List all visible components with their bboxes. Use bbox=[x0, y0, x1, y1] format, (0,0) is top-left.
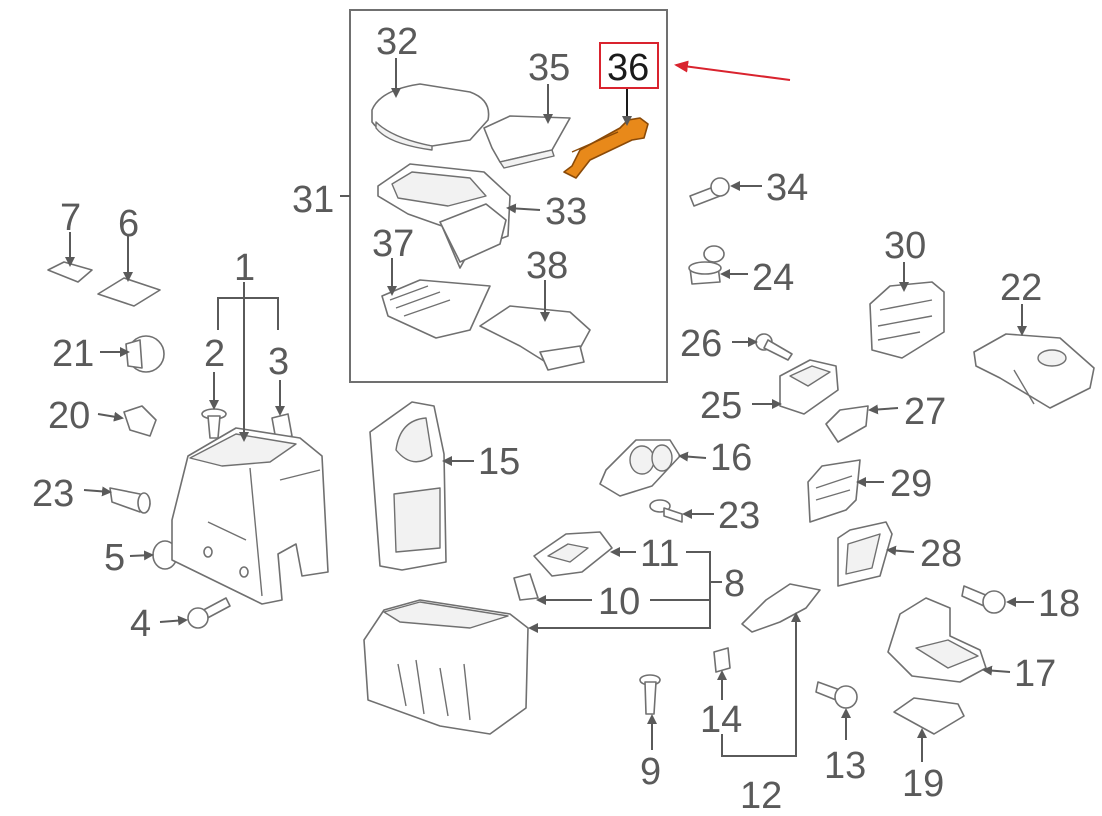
part-9-screw bbox=[639, 674, 661, 715]
label-1: 1 bbox=[234, 247, 255, 289]
part-25-switch-bezel bbox=[779, 359, 839, 415]
part-23-pin-left bbox=[109, 487, 151, 514]
label-17: 17 bbox=[1014, 653, 1056, 695]
part-17-bracket bbox=[887, 597, 987, 683]
part-24-nut bbox=[688, 245, 725, 285]
label-2: 2 bbox=[204, 333, 225, 375]
part-29-trim-panel bbox=[807, 459, 861, 523]
label-26: 26 bbox=[680, 323, 722, 365]
label-25: 25 bbox=[700, 385, 742, 427]
label-29: 29 bbox=[890, 463, 932, 505]
part-15-rear-panel bbox=[369, 401, 447, 571]
part-12-bracket bbox=[741, 583, 821, 633]
label-33: 33 bbox=[545, 191, 587, 233]
part-36-hinge-bracket bbox=[563, 117, 649, 179]
highlight-box-36 bbox=[599, 42, 659, 89]
label-21: 21 bbox=[52, 333, 94, 375]
label-12: 12 bbox=[740, 775, 782, 816]
label-13: 13 bbox=[824, 745, 866, 787]
part-14-clip bbox=[713, 647, 731, 673]
label-9: 9 bbox=[640, 751, 661, 793]
part-38-tray-plate bbox=[479, 305, 591, 371]
part-2-screw bbox=[201, 408, 227, 439]
label-31: 31 bbox=[292, 179, 334, 221]
label-27: 27 bbox=[904, 391, 946, 433]
part-6-pad bbox=[97, 277, 161, 307]
part-11-bezel bbox=[533, 531, 613, 577]
label-19: 19 bbox=[902, 763, 944, 805]
label-37: 37 bbox=[372, 223, 414, 265]
part-19-plate bbox=[893, 697, 965, 735]
label-23-center: 23 bbox=[718, 495, 760, 537]
part-20-clip bbox=[123, 405, 157, 437]
label-20: 20 bbox=[48, 395, 90, 437]
part-33-armrest-base bbox=[377, 163, 511, 269]
callout-labels: 32 35 36 31 33 37 38 7 6 1 21 2 3 20 23 … bbox=[32, 21, 1080, 816]
part-26-screw bbox=[755, 333, 793, 361]
label-14: 14 bbox=[700, 699, 742, 741]
part-7-pad bbox=[47, 261, 93, 283]
label-3: 3 bbox=[268, 341, 289, 383]
label-32: 32 bbox=[376, 21, 418, 63]
label-10: 10 bbox=[598, 581, 640, 623]
part-34-bolt bbox=[689, 177, 730, 207]
label-6: 6 bbox=[118, 203, 139, 245]
part-35-cover-plate bbox=[483, 115, 571, 169]
label-5: 5 bbox=[104, 537, 125, 579]
label-23-left: 23 bbox=[32, 473, 74, 515]
label-36: 36 bbox=[607, 47, 649, 89]
label-15: 15 bbox=[478, 441, 520, 483]
label-34: 34 bbox=[766, 167, 808, 209]
label-16: 16 bbox=[710, 437, 752, 479]
label-38: 38 bbox=[526, 245, 568, 287]
label-22: 22 bbox=[1000, 267, 1042, 309]
leader-lines bbox=[65, 58, 1034, 762]
label-30: 30 bbox=[884, 225, 926, 267]
part-13-screw bbox=[815, 681, 858, 709]
part-30-module bbox=[869, 281, 945, 359]
part-28-mat bbox=[837, 521, 893, 587]
part-21-clip bbox=[125, 335, 165, 373]
label-18: 18 bbox=[1038, 583, 1080, 625]
highlight-arrow bbox=[674, 60, 791, 81]
part-4-screw bbox=[187, 597, 231, 629]
label-28: 28 bbox=[920, 533, 962, 575]
part-22-cupholder-module bbox=[973, 333, 1095, 409]
part-37-floor-tray bbox=[381, 279, 491, 339]
label-7: 7 bbox=[60, 197, 81, 239]
part-1-console-housing bbox=[171, 427, 329, 605]
label-11: 11 bbox=[640, 533, 679, 575]
part-32-armrest-lid bbox=[371, 83, 490, 151]
label-35: 35 bbox=[528, 47, 570, 89]
part-27-clip bbox=[825, 405, 869, 443]
part-10-pad bbox=[513, 573, 539, 601]
part-23-pin-center bbox=[649, 499, 683, 523]
label-4: 4 bbox=[130, 603, 151, 645]
label-24: 24 bbox=[752, 257, 794, 299]
part-18-screw bbox=[961, 585, 1006, 614]
label-8: 8 bbox=[724, 563, 745, 605]
part-16-vent bbox=[599, 439, 681, 497]
part-8-storage-bin bbox=[363, 599, 529, 735]
